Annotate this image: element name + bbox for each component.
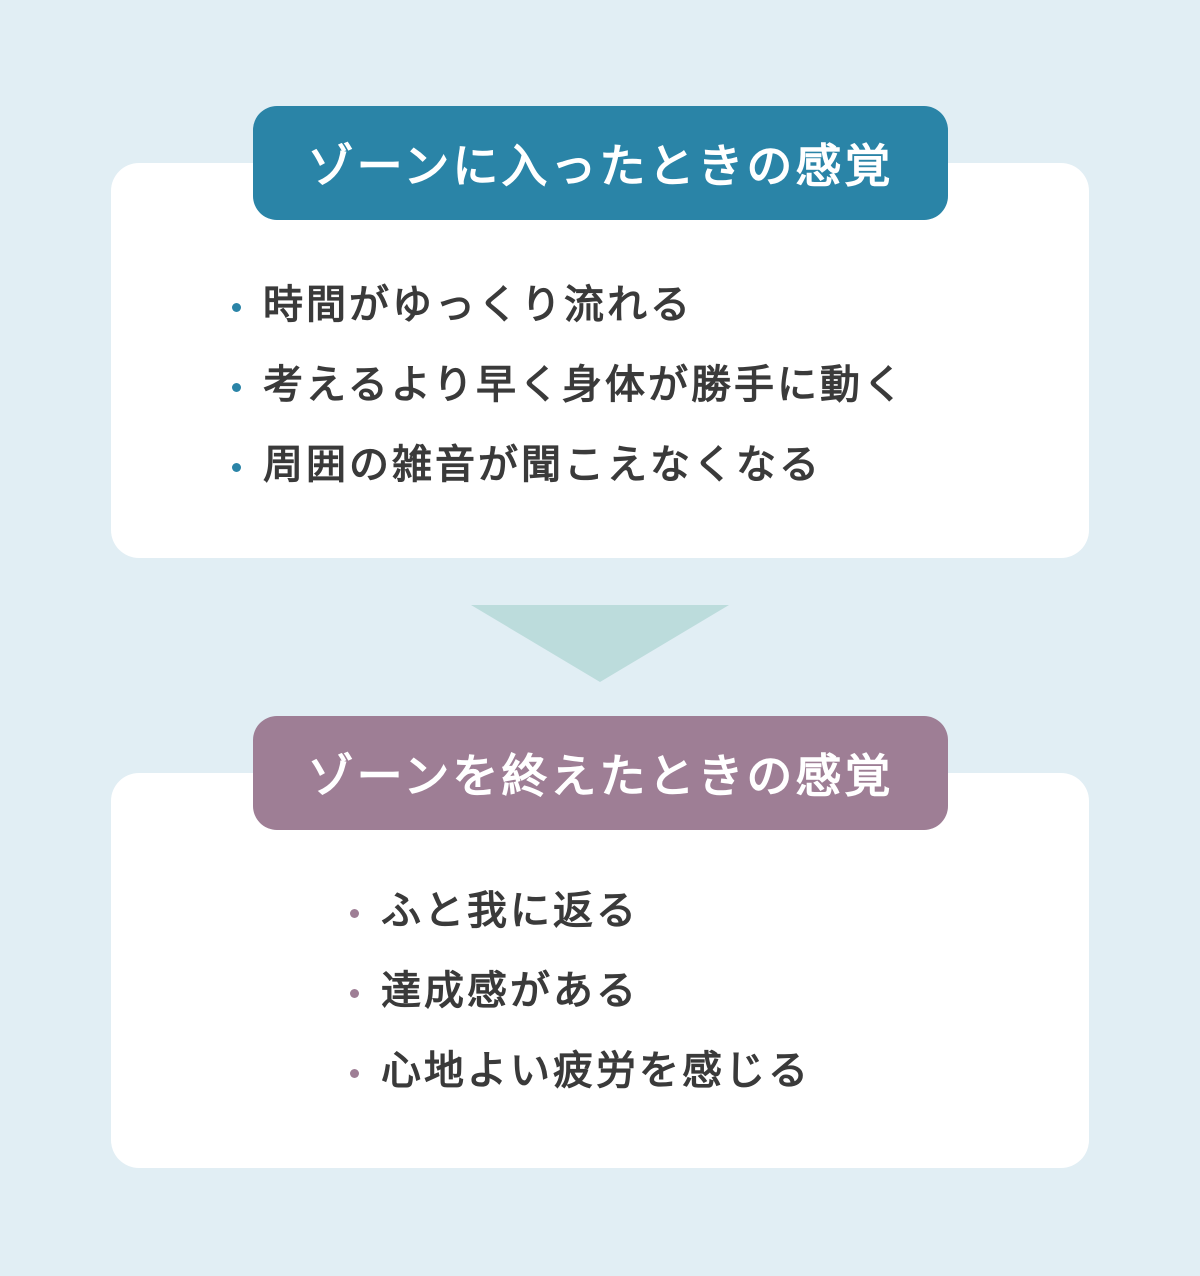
list-item: 時間がゆっくり流れる <box>232 265 906 345</box>
list-item: 考えるより早く身体が勝手に動く <box>232 345 906 425</box>
bullet-icon <box>232 302 241 312</box>
bullet-icon <box>350 1068 359 1078</box>
section1-list: 時間がゆっくり流れる 考えるより早く身体が勝手に動く 周囲の雑音が聞こえなくなる <box>232 265 906 505</box>
bullet-icon <box>232 462 241 472</box>
list-item-text: 心地よい疲労を感じる <box>381 1048 811 1094</box>
section2-list: ふと我に返る 達成感がある 心地よい疲労を感じる <box>350 871 811 1111</box>
down-arrow-icon <box>471 605 729 682</box>
list-item: ふと我に返る <box>350 871 811 951</box>
bullet-icon <box>350 988 359 998</box>
list-item-text: 時間がゆっくり流れる <box>263 282 693 328</box>
section1-title: ゾーンに入ったときの感覚 <box>253 106 948 220</box>
section2-card <box>111 773 1089 1168</box>
section1-card <box>111 163 1089 558</box>
section2-title: ゾーンを終えたときの感覚 <box>253 716 948 830</box>
bullet-icon <box>232 382 241 392</box>
list-item-text: 考えるより早く身体が勝手に動く <box>263 362 906 408</box>
list-item: 達成感がある <box>350 951 811 1031</box>
list-item: 周囲の雑音が聞こえなくなる <box>232 425 906 505</box>
list-item-text: ふと我に返る <box>381 888 639 934</box>
list-item-text: 達成感がある <box>381 968 639 1014</box>
list-item: 心地よい疲労を感じる <box>350 1031 811 1111</box>
list-item-text: 周囲の雑音が聞こえなくなる <box>263 442 822 488</box>
bullet-icon <box>350 908 359 918</box>
